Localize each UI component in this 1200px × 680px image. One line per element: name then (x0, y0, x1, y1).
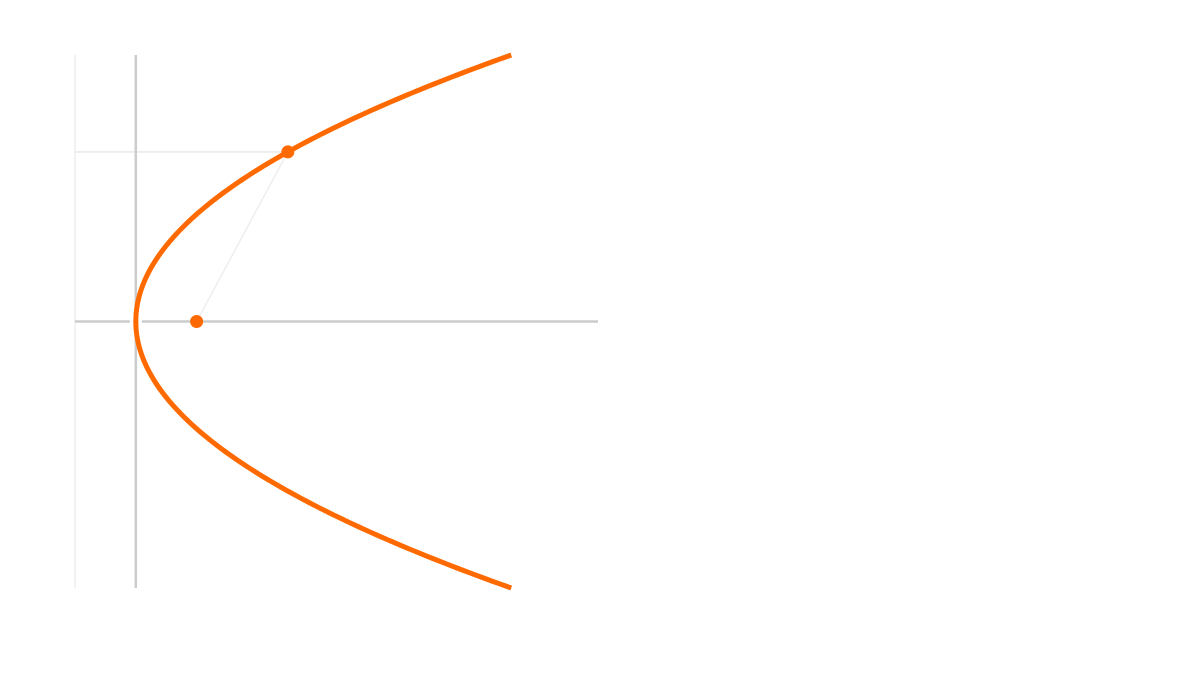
point-on-curve-dot (281, 145, 295, 159)
axes (75, 55, 598, 588)
parabola-curve (133, 52, 513, 591)
focus-distance-line (195, 151, 289, 322)
points-layer (190, 145, 295, 328)
focus-dot (190, 315, 204, 328)
curve-layer (133, 52, 513, 591)
